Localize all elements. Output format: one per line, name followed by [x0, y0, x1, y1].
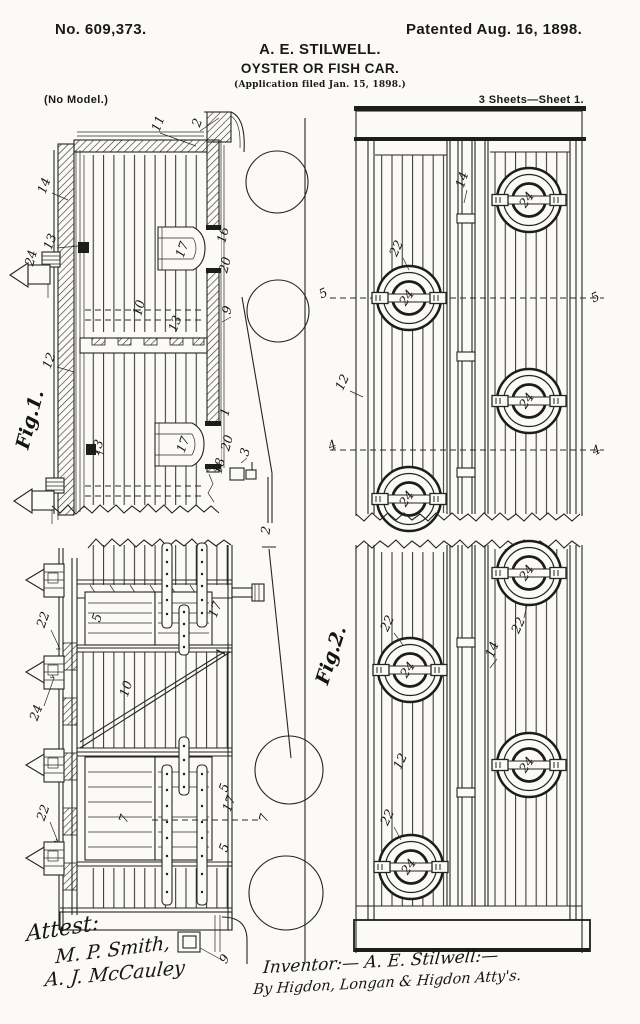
- ref-label-12: 12: [39, 350, 59, 370]
- ref-label-13: 13: [40, 231, 60, 251]
- patent-number: No. 609,373.: [55, 21, 147, 38]
- ref-label-9: 9: [218, 304, 235, 316]
- roof-hatch-1: [25, 563, 65, 598]
- ref-label-4: 4: [324, 436, 338, 453]
- lower-door-assembly: [84, 736, 262, 906]
- ref-label-3: 3: [236, 446, 253, 458]
- fig1-brake-rigging: [229, 296, 273, 523]
- fig1-cleat-13b: [86, 444, 96, 455]
- fig1-section-view: Fig.1.: [9, 111, 310, 525]
- ref-label-14: 14: [482, 639, 502, 659]
- ref-label-18: 18: [209, 456, 228, 475]
- ref-label-24: 24: [26, 702, 46, 723]
- roof-plan-view: [330, 106, 604, 533]
- ref-label-7: 7: [255, 812, 272, 824]
- upper-door-assembly: [84, 542, 213, 656]
- ref-label-14: 14: [34, 175, 54, 195]
- ref-label-20: 20: [217, 433, 236, 453]
- corner-step: [177, 915, 248, 964]
- roof-hatch-3: [25, 748, 65, 783]
- fig1-break-line: [51, 503, 220, 515]
- side-elevation-view: [25, 538, 324, 964]
- ref-label-22: 22: [33, 802, 53, 823]
- fig1-lower-tank: [154, 421, 221, 469]
- application-line: (Application filed Jan. 15, 1898.): [233, 80, 407, 90]
- ref-label-14: 14: [452, 170, 471, 190]
- fig1-top-wall: [73, 139, 208, 153]
- ref-label-13: 13: [165, 313, 185, 333]
- plan-leader-lines: [349, 189, 468, 398]
- fig1-cleat-13a: [78, 242, 89, 253]
- ref-label-9: 9: [216, 952, 233, 966]
- ref-label-24: 24: [21, 248, 40, 268]
- ref-label-17: 17: [172, 239, 192, 259]
- fig1-upper-tank: [157, 225, 221, 273]
- inventor-name-heading: A. E. STILWELL.: [259, 41, 381, 58]
- ref-label-17: 17: [219, 793, 239, 813]
- sheet-count: 3 Sheets—Sheet 1.: [478, 94, 584, 106]
- side-leader-lines: [43, 629, 61, 843]
- invention-title: OYSTER OR FISH CAR.: [240, 61, 400, 76]
- ref-label-10: 10: [129, 298, 148, 317]
- fig2-caption: Fig.2.: [311, 623, 351, 688]
- ref-label-22: 22: [385, 238, 406, 260]
- fig1-mid-band: [79, 337, 208, 354]
- ref-label-5: 5: [215, 841, 232, 854]
- patent-date: Patented Aug. 16, 1898.: [406, 21, 583, 38]
- ref-label-22: 22: [376, 613, 397, 635]
- fig1-valve-lower: [13, 477, 65, 525]
- roof-hatch-4: [25, 841, 65, 876]
- side-wheel-lower: [248, 855, 324, 931]
- ref-label-22: 22: [507, 615, 528, 637]
- fig2-leader-lines: [393, 604, 528, 841]
- ref-label-12: 12: [390, 751, 410, 772]
- ref-label-13: 13: [87, 437, 107, 457]
- roof-hatch-2: [25, 655, 65, 690]
- ref-label-10: 10: [116, 679, 135, 699]
- ref-label-1: 1: [216, 406, 233, 418]
- ref-label-17: 17: [173, 434, 193, 454]
- no-model-note: (No Model.): [44, 94, 109, 106]
- fig1-wheel-lower: [246, 279, 310, 343]
- fig1-wheel-upper: [245, 150, 309, 214]
- fig1-left-wall: [57, 143, 75, 516]
- coupler: [231, 587, 255, 598]
- ref-label-22: 22: [33, 609, 53, 630]
- fig1-leader-lines: [51, 117, 248, 464]
- brake-staff: [262, 546, 292, 759]
- fig1-right-wall: [206, 139, 220, 473]
- ref-label-5: 5: [215, 781, 232, 794]
- fig2-plan-view: Fig.2.: [311, 539, 591, 953]
- ref-label-5: 5: [316, 284, 330, 301]
- ref-label-5: 5: [588, 288, 602, 305]
- ref-label-20: 20: [215, 255, 234, 275]
- running-board: [446, 141, 489, 514]
- ref-label-2: 2: [257, 525, 273, 536]
- fig1-caption: Fig.1.: [11, 387, 48, 452]
- side-break-line: [87, 538, 232, 549]
- ref-label-22: 22: [376, 807, 397, 829]
- plan-break-line: [355, 512, 581, 522]
- ref-label-12: 12: [332, 372, 352, 393]
- running-board: [446, 545, 489, 906]
- ref-label-16: 16: [213, 225, 232, 244]
- diagonal-brace: [79, 651, 231, 749]
- ref-label-2: 2: [188, 116, 205, 130]
- ref-label-11: 11: [148, 113, 168, 133]
- ref-label-17: 17: [205, 599, 225, 619]
- side-wheel-upper: [254, 735, 324, 805]
- ref-label-1: 1: [212, 646, 229, 658]
